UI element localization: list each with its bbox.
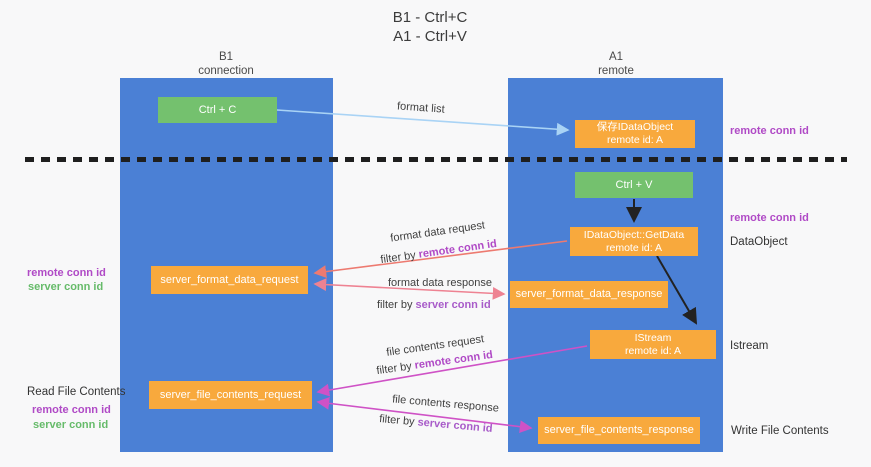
title-line-1: B1 - Ctrl+C: [392, 9, 468, 26]
diagram-title: B1 - Ctrl+C A1 - Ctrl+V: [300, 8, 560, 46]
left-remote-conn-id-label-2: remote conn id: [32, 404, 111, 416]
getdata-node: IDataObject::GetData remote id: A: [570, 227, 698, 256]
server-format-data-response-label: server_format_data_response: [515, 288, 663, 300]
right-column-header: A1 remote: [516, 50, 716, 78]
left-column-name: B1: [218, 51, 234, 63]
remote-conn-id-label-top: remote conn id: [730, 125, 809, 137]
server-format-data-response-node: server_format_data_response: [510, 281, 668, 308]
format-data-response-filter-label: filter by server conn id: [377, 298, 491, 312]
save-idataobject-node: 保存IDataObject remote id: A: [575, 120, 695, 148]
ctrl-c-node: Ctrl + C: [158, 97, 277, 123]
istream-side-label: Istream: [730, 340, 769, 352]
server-conn-id-highlight: server conn id: [415, 299, 491, 311]
server-file-contents-response-label: server_file_contents_response: [544, 424, 694, 436]
left-server-conn-id-label-1: server conn id: [28, 281, 104, 293]
server-conn-id-highlight: server conn id: [417, 416, 494, 435]
getdata-line2: remote id: A: [605, 241, 663, 254]
file-contents-response-filter-label: filter by server conn id: [379, 412, 494, 436]
server-file-contents-request-label: server_file_contents_request: [159, 388, 302, 401]
title-line-2: A1 - Ctrl+V: [393, 28, 467, 45]
save-idataobject-line2: remote id: A: [606, 134, 664, 146]
right-column-name: A1: [608, 51, 624, 63]
right-column-role: remote: [598, 65, 634, 77]
ctrl-v-label: Ctrl + V: [615, 178, 653, 191]
filter-by-prefix: filter by: [375, 359, 416, 378]
istream-line1: IStream: [634, 331, 672, 344]
getdata-line1: IDataObject::GetData: [583, 228, 685, 241]
server-file-contents-request-node: server_file_contents_request: [149, 381, 312, 409]
section-divider-dashed-line: [25, 157, 847, 162]
filter-by-prefix: filter by: [379, 248, 420, 267]
dataobject-label: DataObject: [730, 236, 788, 248]
save-idataobject-line1: 保存IDataObject: [596, 121, 674, 133]
server-format-data-request-node: server_format_data_request: [151, 266, 308, 294]
left-column-header: B1 connection: [126, 50, 326, 78]
write-file-contents-label: Write File Contents: [731, 425, 829, 437]
left-remote-conn-id-label-1: remote conn id: [27, 267, 106, 279]
read-file-contents-label: Read File Contents: [27, 386, 126, 398]
istream-line2: remote id: A: [624, 344, 682, 357]
left-column-role: connection: [198, 65, 254, 77]
remote-conn-id-label-mid: remote conn id: [730, 212, 809, 224]
server-format-data-request-label: server_format_data_request: [160, 273, 299, 286]
filter-by-prefix: filter by: [378, 413, 419, 429]
format-data-response-label: format data response: [388, 277, 492, 289]
server-file-contents-response-node: server_file_contents_response: [538, 417, 700, 444]
ctrl-v-node: Ctrl + V: [575, 172, 693, 198]
remote-conn-id-highlight: remote conn id: [417, 237, 498, 261]
left-server-conn-id-label-2: server conn id: [33, 419, 109, 431]
format-list-label: format list: [396, 100, 446, 116]
istream-node: IStream remote id: A: [590, 330, 716, 359]
file-contents-response-label: file contents response: [391, 393, 500, 415]
filter-by-prefix: filter by: [377, 299, 416, 311]
ctrl-c-label: Ctrl + C: [198, 103, 237, 116]
